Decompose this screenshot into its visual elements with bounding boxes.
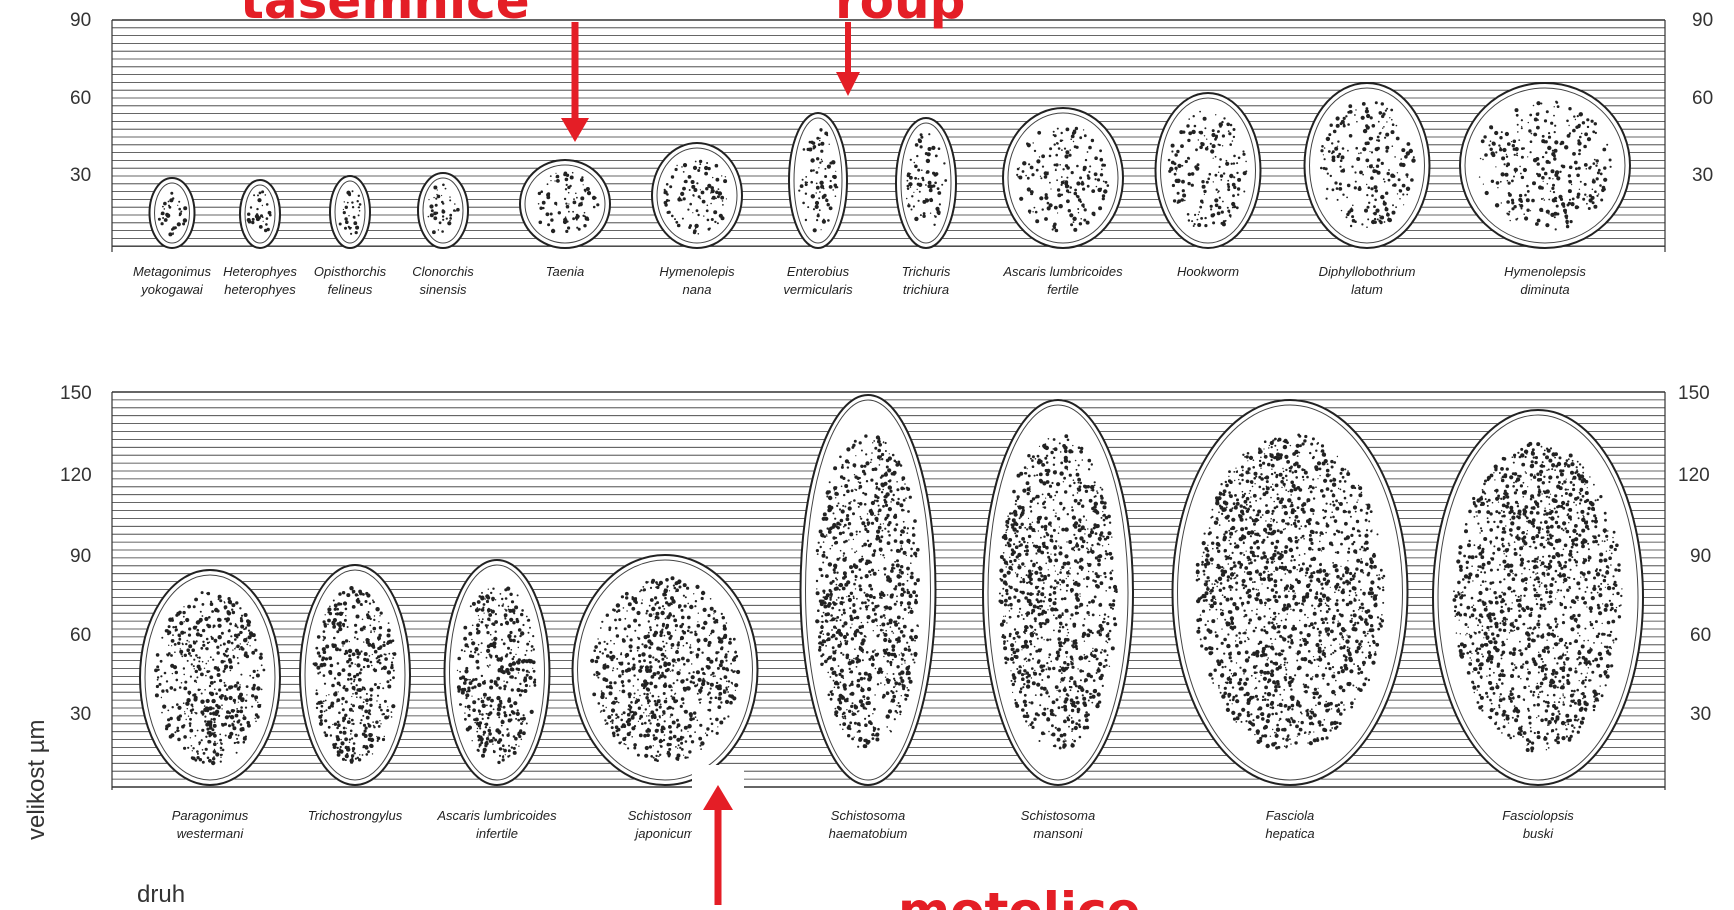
bottom-species-name: Paragonimus	[172, 808, 249, 823]
top-species-name-line2: yokogawai	[140, 282, 204, 297]
bottom-species-name-line2: haematobium	[829, 826, 908, 841]
top-species-name-line2: diminuta	[1520, 282, 1569, 297]
bottom-eggs-group	[140, 395, 1643, 785]
top-tick-30-right: 30	[1692, 165, 1713, 186]
top-species-name: Metagonimus	[133, 264, 212, 279]
bottom-species-5-egg	[983, 400, 1133, 785]
bottom-species-name-line2: buski	[1523, 826, 1554, 841]
bottom-species-3-egg	[573, 555, 758, 785]
bottom-species-6-egg	[1173, 400, 1408, 785]
top-tick-60-right: 60	[1692, 88, 1713, 109]
top-species-name-line2: latum	[1351, 282, 1383, 297]
top-tick-90-left: 90	[70, 10, 91, 31]
annotation-motolice: motolice	[898, 882, 1141, 910]
bottom-tick-60-left: 60	[70, 625, 91, 646]
bottom-tick-120-right: 120	[1678, 465, 1710, 486]
top-species-name: Heterophyes	[223, 264, 297, 279]
bottom-species-name: Ascaris lumbricoides	[436, 808, 557, 823]
top-species-name-line2: trichiura	[903, 282, 949, 297]
bottom-species-name: Fasciolopsis	[1502, 808, 1574, 823]
bottom-species-name-line2: infertile	[476, 826, 518, 841]
bottom-tick-60-right: 60	[1690, 625, 1711, 646]
bottom-tick-90-left: 90	[70, 546, 91, 567]
top-species-9-egg	[1156, 93, 1261, 248]
bottom-species-name: Fasciola	[1266, 808, 1314, 823]
top-species-6-egg	[789, 113, 847, 248]
bottom-species-name-line2: japonicum	[633, 826, 694, 841]
top-species-name: Trichuris	[902, 264, 951, 279]
top-species-0-egg	[150, 178, 195, 248]
bottom-tick-150-right: 150	[1678, 383, 1710, 404]
annotation-roup: roup	[835, 0, 965, 30]
top-species-3-egg	[418, 173, 468, 248]
bottom-species-name: Schistosoma	[628, 808, 702, 823]
top-species-name-line2: heterophyes	[224, 282, 296, 297]
top-eggs-group	[150, 83, 1631, 248]
bottom-species-0-egg	[140, 570, 280, 785]
top-species-10-egg	[1305, 83, 1430, 248]
top-species-name-line2: vermicularis	[783, 282, 853, 297]
top-species-name: Hymenolepsis	[1504, 264, 1586, 279]
top-species-11-egg	[1460, 83, 1630, 248]
top-species-name-line2: sinensis	[420, 282, 467, 297]
top-species-1-egg	[240, 180, 280, 248]
top-tick-60-left: 60	[70, 88, 91, 109]
annotation-tasemnice: tasemnice	[240, 0, 530, 30]
bottom-species-4-egg	[801, 395, 936, 785]
bottom-tick-30-left: 30	[70, 704, 91, 725]
top-species-8-egg	[1003, 108, 1123, 248]
bottom-species-2-egg	[445, 560, 550, 785]
bottom-species-name-line2: westermani	[177, 826, 245, 841]
top-species-name: Ascaris lumbricoides	[1002, 264, 1123, 279]
bottom-tick-90-right: 90	[1690, 546, 1711, 567]
bottom-species-name-line2: mansoni	[1033, 826, 1083, 841]
top-species-name: Taenia	[546, 264, 585, 279]
top-species-7-egg	[896, 118, 956, 248]
top-tick-90-right: 90	[1692, 10, 1713, 31]
top-species-name: Hymenolepis	[659, 264, 735, 279]
bottom-tick-120-left: 120	[60, 465, 92, 486]
bottom-tick-30-right: 30	[1690, 704, 1711, 725]
top-species-5-egg	[652, 143, 742, 248]
bottom-species-name-line2: hepatica	[1265, 826, 1314, 841]
y-axis-label: velikost µm	[23, 719, 50, 840]
top-species-labels: Metagonimus yokogawai Heterophyes heterophy…	[133, 264, 1586, 297]
top-species-name: Enterobius	[787, 264, 850, 279]
top-species-2-egg	[330, 176, 370, 248]
bottom-species-labels: Paragonimus westermani Trichostrongylus Asc…	[172, 808, 1575, 841]
top-species-4-egg	[520, 160, 610, 248]
bottom-species-7-egg	[1433, 410, 1643, 785]
bottom-species-1-egg	[300, 565, 410, 785]
arrow-motolice	[692, 765, 744, 910]
bottom-species-name: Schistosoma	[831, 808, 905, 823]
top-tick-30-left: 30	[70, 165, 91, 186]
x-axis-label: druh	[137, 881, 185, 908]
top-species-name: Hookworm	[1177, 264, 1239, 279]
top-species-name: Clonorchis	[412, 264, 474, 279]
bottom-tick-150-left: 150	[60, 383, 92, 404]
bottom-species-name: Schistosoma	[1021, 808, 1095, 823]
top-species-name: Opisthorchis	[314, 264, 387, 279]
bottom-species-name: Trichostrongylus	[308, 808, 403, 823]
top-species-name-line2: felineus	[328, 282, 373, 297]
top-species-name-line2: fertile	[1047, 282, 1079, 297]
top-species-name-line2: nana	[683, 282, 712, 297]
top-species-name: Diphyllobothrium	[1319, 264, 1416, 279]
